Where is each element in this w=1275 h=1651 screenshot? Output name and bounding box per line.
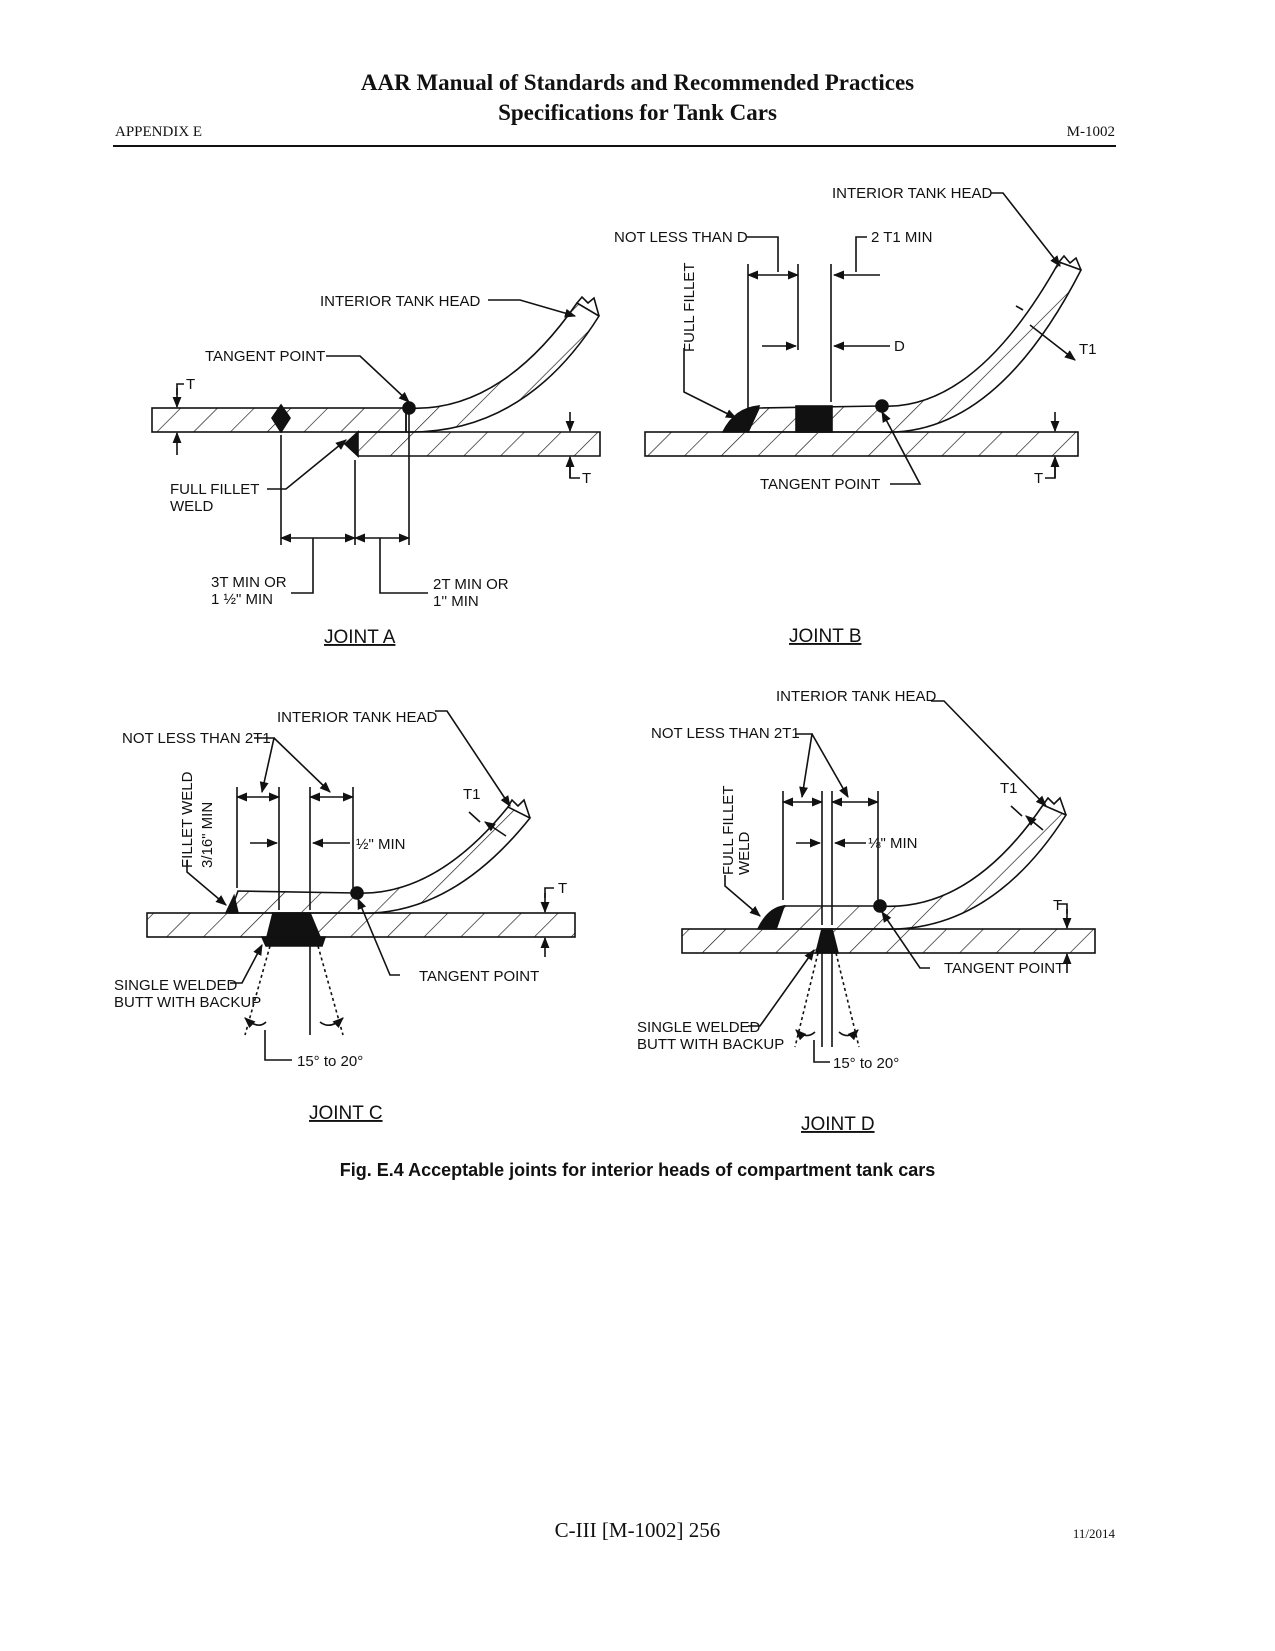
- joint-d-not-less-label: NOT LESS THAN 2T1: [651, 725, 800, 742]
- joint-d-tangent-point-label: TANGENT POINT: [944, 960, 1064, 977]
- joint-figure: INTERIOR TANK HEAD TANGENT POINT T T FUL…: [114, 185, 1097, 1135]
- joint-b-interior-head-label: INTERIOR TANK HEAD: [832, 185, 992, 202]
- page-footer: C-III [M-1002] 256: [554, 1518, 721, 1542]
- joint-b-2t1-label: 2 T1 MIN: [871, 229, 932, 246]
- joint-c-tangent-point-label: TANGENT POINT: [419, 968, 539, 985]
- joint-b-t1-label: T1: [1079, 341, 1097, 358]
- joint-a-title: JOINT A: [324, 627, 396, 648]
- joint-c-fillet-weld-label: FILLET WELD: [179, 771, 196, 868]
- joint-d-drawing: [681, 700, 1096, 1063]
- joint-d-butt-label-2: BUTT WITH BACKUP: [637, 1036, 784, 1053]
- joint-d-t1-label: T1: [1000, 780, 1018, 797]
- joint-d-eighth-min-label: ⅛" MIN: [868, 835, 918, 852]
- joint-a-interior-head-label: INTERIOR TANK HEAD: [320, 293, 480, 310]
- joint-b-not-less-label: NOT LESS THAN D: [614, 229, 748, 246]
- joint-a-dim-left-1: 3T MIN OR: [211, 574, 287, 591]
- document-number: M-1002: [1066, 124, 1115, 140]
- appendix-label: APPENDIX E: [115, 124, 203, 140]
- joint-c-title: JOINT C: [309, 1103, 383, 1124]
- joint-a-t-label: T: [186, 376, 195, 393]
- joint-d-interior-head-label: INTERIOR TANK HEAD: [776, 688, 936, 705]
- joint-c-angle-label: 15° to 20°: [297, 1053, 363, 1070]
- joint-c-t-label: T: [558, 880, 567, 897]
- spec-title: Specifications for Tank Cars: [498, 100, 777, 125]
- joint-c-interior-head-label: INTERIOR TANK HEAD: [277, 709, 437, 726]
- joint-c-half-min-label: ½" MIN: [356, 836, 406, 853]
- joint-b-full-fillet-label: FULL FILLET: [681, 263, 698, 352]
- joint-b-t-label: T: [1034, 470, 1043, 487]
- manual-title: AAR Manual of Standards and Recommended …: [360, 70, 915, 95]
- joint-d-angle-label: 15° to 20°: [833, 1055, 899, 1072]
- joint-c-drawing: [146, 710, 576, 1061]
- figure-caption: Fig. E.4 Acceptable joints for interior …: [339, 1160, 936, 1180]
- joint-b-d-label: D: [894, 338, 905, 355]
- joint-a-dim-left-2: 1 ½" MIN: [211, 591, 273, 608]
- joint-b-title: JOINT B: [789, 626, 862, 647]
- joint-d-title: JOINT D: [801, 1114, 875, 1135]
- joint-d-butt-label-1: SINGLE WELDED: [637, 1019, 761, 1036]
- joint-a-fillet-label-2: WELD: [170, 498, 214, 515]
- joint-a-fillet-label-1: FULL FILLET: [170, 481, 259, 498]
- joint-d-fillet-label-2: WELD: [736, 831, 753, 875]
- joint-a-dim-right-1: 2T MIN OR: [433, 576, 509, 593]
- joint-c-t1-label: T1: [463, 786, 481, 803]
- footer-date: 11/2014: [1072, 1526, 1115, 1541]
- joint-a-dim-right-2: 1'' MIN: [433, 593, 479, 610]
- joint-d-fillet-label-1: FULL FILLET: [720, 786, 737, 875]
- joint-a-tangent-point-label: TANGENT POINT: [205, 348, 325, 365]
- joint-a-drawing: [151, 295, 601, 594]
- joint-c-not-less-label: NOT LESS THAN 2T1: [122, 730, 271, 747]
- joint-b-drawing: [644, 192, 1083, 485]
- joint-c-butt-label-2: BUTT WITH BACKUP: [114, 994, 261, 1011]
- joint-d-t-label: T: [1053, 897, 1062, 914]
- joint-c-fillet-min-label: 3/16" MIN: [199, 802, 216, 868]
- joint-b-tangent-point-label: TANGENT POINT: [760, 476, 880, 493]
- header-rule: [113, 145, 1116, 147]
- joint-c-butt-label-1: SINGLE WELDED: [114, 977, 238, 994]
- joint-a-t2-label: T: [582, 470, 591, 487]
